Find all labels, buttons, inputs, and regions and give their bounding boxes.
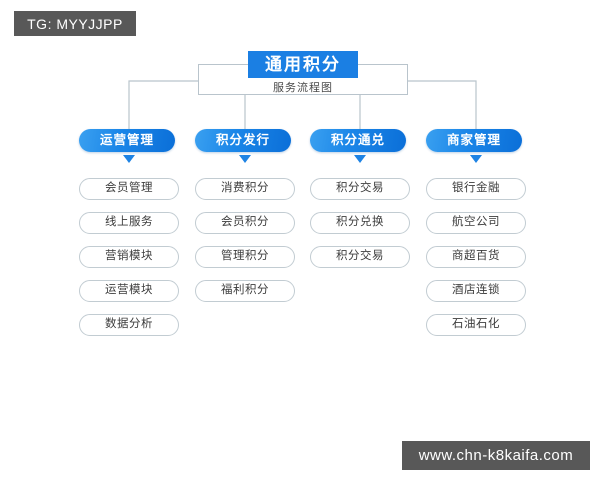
leaf-item-label: 消费积分	[221, 182, 269, 195]
category-label: 商家管理	[446, 133, 501, 148]
category-button-1[interactable]: 积分发行	[195, 129, 291, 152]
leaf-item-label: 酒店连锁	[452, 284, 500, 297]
leaf-column-3: 银行金融航空公司商超百货酒店连锁石油石化	[426, 178, 526, 348]
leaf-column-1: 消费积分会员积分管理积分福利积分	[195, 178, 295, 314]
leaf-item-label: 线上服务	[105, 216, 153, 229]
leaf-item[interactable]: 酒店连锁	[426, 280, 526, 302]
leaf-item[interactable]: 消费积分	[195, 178, 295, 200]
watermark-top: TG: MYYJJPP	[14, 11, 136, 36]
root-title-box: 通用积分	[248, 51, 358, 78]
leaf-item[interactable]: 积分交易	[310, 246, 410, 268]
root-subtitle: 服务流程图	[273, 81, 333, 94]
watermark-bottom: www.chn-k8kaifa.com	[402, 441, 590, 470]
category-button-2[interactable]: 积分通兑	[310, 129, 406, 152]
chevron-down-icon	[123, 155, 135, 163]
root-title-text: 通用积分	[265, 55, 341, 74]
leaf-item-label: 运营模块	[105, 284, 153, 297]
leaf-item[interactable]: 会员管理	[79, 178, 179, 200]
leaf-item-label: 营销模块	[105, 250, 153, 263]
category-button-3[interactable]: 商家管理	[426, 129, 522, 152]
leaf-item-label: 积分交易	[336, 182, 384, 195]
leaf-item-label: 商超百货	[452, 250, 500, 263]
leaf-item[interactable]: 银行金融	[426, 178, 526, 200]
leaf-item-label: 会员积分	[221, 216, 269, 229]
category-button-0[interactable]: 运营管理	[79, 129, 175, 152]
leaf-column-0: 会员管理线上服务营销模块运营模块数据分析	[79, 178, 179, 348]
leaf-item-label: 福利积分	[221, 284, 269, 297]
leaf-item[interactable]: 管理积分	[195, 246, 295, 268]
leaf-item-label: 石油石化	[452, 318, 500, 331]
chevron-down-icon	[470, 155, 482, 163]
leaf-item[interactable]: 积分兑换	[310, 212, 410, 234]
chevron-down-icon	[354, 155, 366, 163]
leaf-item-label: 航空公司	[452, 216, 500, 229]
leaf-item[interactable]: 营销模块	[79, 246, 179, 268]
category-label: 积分发行	[215, 133, 270, 148]
category-label: 积分通兑	[330, 133, 385, 148]
leaf-item-label: 会员管理	[105, 182, 153, 195]
leaf-item[interactable]: 积分交易	[310, 178, 410, 200]
category-label: 运营管理	[99, 133, 154, 148]
leaf-item-label: 积分兑换	[336, 216, 384, 229]
leaf-item-label: 积分交易	[336, 250, 384, 263]
chevron-down-icon	[239, 155, 251, 163]
leaf-item[interactable]: 石油石化	[426, 314, 526, 336]
leaf-item[interactable]: 运营模块	[79, 280, 179, 302]
leaf-item[interactable]: 数据分析	[79, 314, 179, 336]
leaf-item[interactable]: 商超百货	[426, 246, 526, 268]
leaf-item[interactable]: 航空公司	[426, 212, 526, 234]
leaf-item-label: 银行金融	[452, 182, 500, 195]
leaf-item[interactable]: 福利积分	[195, 280, 295, 302]
leaf-item[interactable]: 线上服务	[79, 212, 179, 234]
leaf-item-label: 数据分析	[105, 318, 153, 331]
leaf-item[interactable]: 会员积分	[195, 212, 295, 234]
leaf-item-label: 管理积分	[221, 250, 269, 263]
leaf-column-2: 积分交易积分兑换积分交易	[310, 178, 410, 280]
